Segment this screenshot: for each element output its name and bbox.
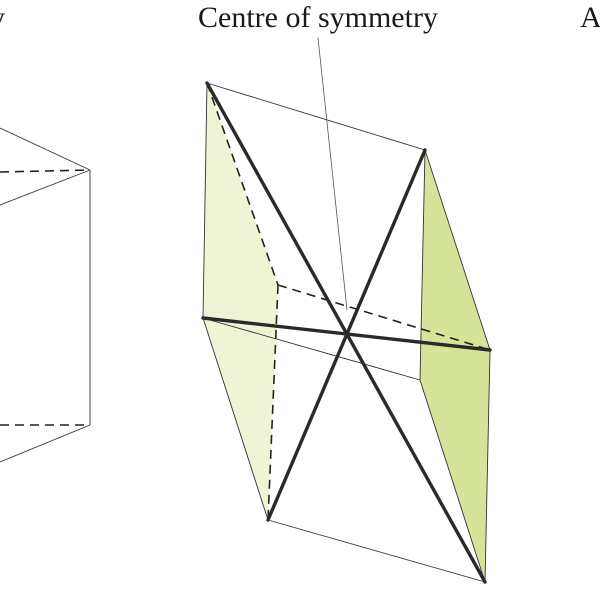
hidden-left-slant-edge (206, 82, 279, 286)
left-prism-hidden-top-edge (0, 169, 91, 173)
right-rear-vertical-edge (484, 349, 491, 583)
right-top-slant-edge (424, 149, 491, 351)
left-lower-edge (202, 317, 269, 521)
left-prism-top-edge (0, 127, 91, 171)
bottom-front-edge (267, 519, 486, 583)
hidden-edges (206, 82, 491, 521)
hidden-middle-edge (277, 284, 491, 351)
left-prism-fragment (0, 127, 91, 463)
left-vertical-edge (202, 82, 208, 319)
left-prism-front-top-edge (0, 169, 91, 206)
right-label-fragment: A (580, 1, 600, 34)
centre-pointer-line (317, 37, 348, 311)
left-label-fragment: y (0, 0, 24, 36)
left-prism-bottom-edge (0, 424, 91, 463)
hidden-left-vertical-edge (267, 284, 279, 521)
centre-of-symmetry-point (344, 331, 350, 337)
right-shaded-face (420, 150, 490, 582)
top-rear-edge (206, 82, 426, 151)
centre-of-symmetry-label: Centre of symmetry (198, 1, 438, 34)
left-shaded-face (203, 83, 278, 520)
middle-front-edge (202, 317, 421, 381)
right-lower-edge (419, 379, 486, 583)
